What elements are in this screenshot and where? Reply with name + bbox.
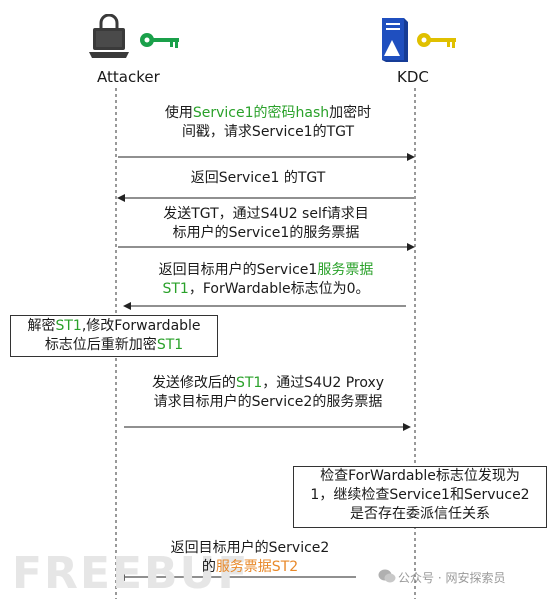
message-6-st2: 服务票据ST2 [215,559,299,575]
kdc-note-line-2: 1，继续检查Service1和Servuce2 [310,487,530,503]
message-2-line-1: 返回Service1 的TGT [190,170,326,186]
kdc-note-line-3: 是否存在委派信任关系 [350,506,490,522]
message-2: 返回Service1 的TGT [128,169,388,188]
message-5-text-a: 发送修改后的 [151,375,236,391]
message-1-text-c: 加密时 [329,105,372,121]
message-3: 发送TGT，通过S4U2 self请求目 标用户的Service1的服务票据 [118,205,414,243]
attacker-note-st1-b: ST1 [156,337,184,353]
message-5-text-c: ，通过S4U2 Proxy [262,375,385,391]
wechat-icon [378,569,396,583]
message-1: 使用Service1的密码hash加密时 间戳，请求Service1的TGT [128,104,408,142]
green-key-icon [140,33,179,48]
laptop-lock-icon [89,14,129,58]
attacker-label: Attacker [97,68,160,86]
attacker-note-text-b: ,修改Forwardable [81,318,201,334]
message-1-text-a: 使用 [164,105,193,121]
message-4-highlight: 服务票据 [317,262,374,278]
attacker-note-text-c: 标志位后重新加密 [44,337,157,353]
wechat-watermark-text: 公众号 · 网安探索员 [398,571,506,585]
kdc-note-box: 检查ForWardable标志位发现为 1，继续检查Service1和Servu… [293,466,547,528]
message-4-st1: ST1 [162,281,189,297]
message-6-text-a: 的 [201,559,216,575]
message-3-line-2: 标用户的Service1的服务票据 [172,225,360,241]
server-tower-icon [382,18,408,62]
message-4-text-b: ，ForWardable标志位为0。 [188,281,370,297]
attacker-note-box: 解密ST1,修改Forwardable 标志位后重新加密ST1 [10,315,218,357]
message-6-line-1: 返回目标用户的Service2 [170,540,330,556]
kdc-label: KDC [397,68,429,86]
freebuf-watermark: FREEBUF [12,548,250,599]
kdc-note-line-1: 检查ForWardable标志位发现为 [320,468,520,484]
attacker-note-st1-a: ST1 [55,318,82,334]
message-4-text-a: 返回目标用户的Service1 [158,262,318,278]
message-3-line-1: 发送TGT，通过S4U2 self请求目 [163,206,369,222]
message-5-line-2: 请求目标用户的Service2的服务票据 [153,394,383,410]
message-4: 返回目标用户的Service1服务票据 ST1，ForWardable标志位为0… [126,261,406,299]
message-5: 发送修改后的ST1，通过S4U2 Proxy 请求目标用户的Service2的服… [120,374,416,412]
attacker-note-text-a: 解密 [27,318,56,334]
message-6: 返回目标用户的Service2 的服务票据ST2 [140,539,360,577]
gold-key-icon [417,33,456,48]
message-1-line-2: 间戳，请求Service1的TGT [181,124,355,140]
message-5-st1: ST1 [235,375,263,391]
message-1-highlight: Service1的密码hash [192,105,330,121]
